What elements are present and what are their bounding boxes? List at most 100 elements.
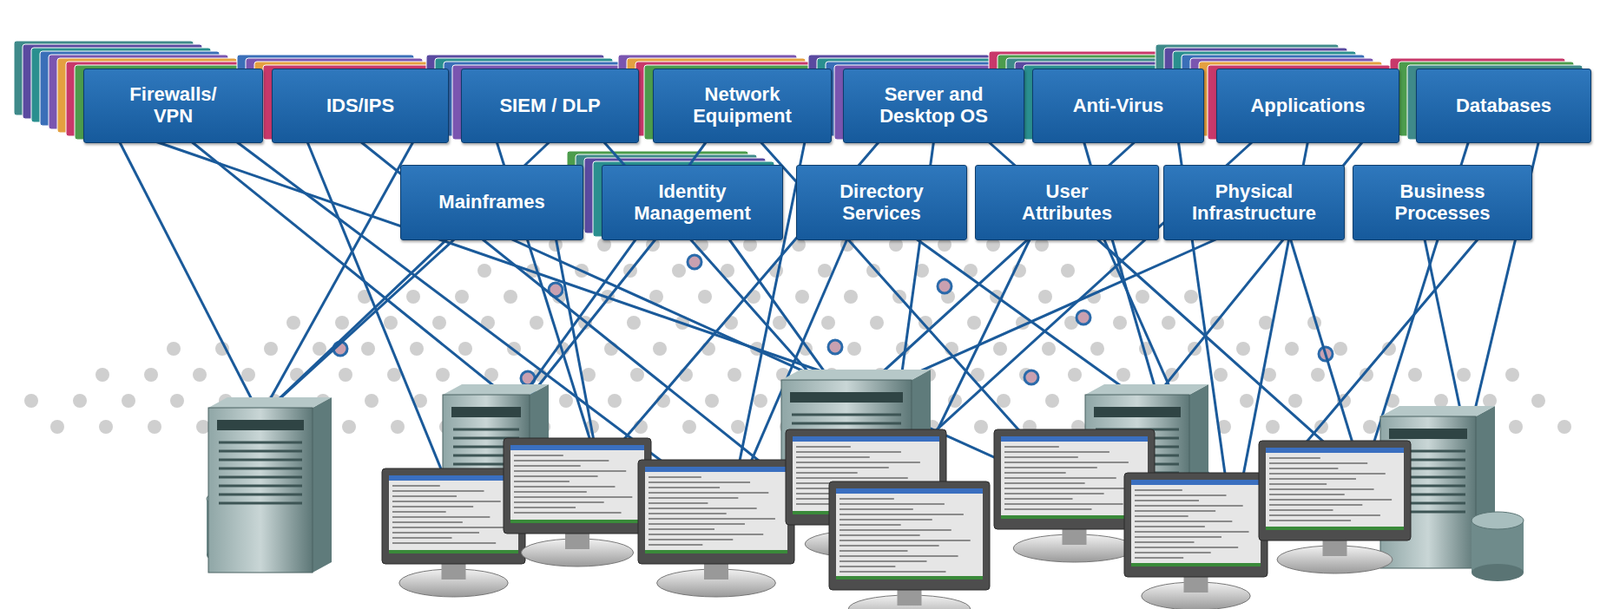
log-text-line [1269,520,1351,522]
dot [1112,316,1127,330]
box-label: IDS/IPS [326,95,395,118]
monitor-bezel [503,438,652,534]
log-text-line [392,516,490,519]
tower-top [442,384,549,396]
dot [993,342,1008,356]
log-text-line [839,545,940,547]
log-text-line [1269,514,1381,517]
dot [843,289,858,304]
log-text-line [1269,509,1334,512]
drive-bay [1093,407,1181,418]
log-text-line [648,539,733,541]
connection-line [260,141,414,417]
dot [454,289,469,304]
dot [95,368,110,382]
dot [458,342,473,356]
category-box: SIEM / DLP [460,68,639,144]
box-label: Mainframes [438,191,545,214]
log-text-line [1134,494,1226,497]
dot [72,394,87,409]
log-text-line [1134,510,1216,513]
dot [144,368,159,382]
monitor-neck [441,564,467,580]
monitor-bezel [829,481,990,591]
log-text-line [1269,483,1327,486]
box-label: Business Processes [1377,181,1508,224]
category-box: User Attributes [974,164,1159,241]
log-text-line [648,492,769,494]
log-text-line [1004,451,1110,454]
connection-line [555,238,600,469]
monitor-screen [836,488,983,580]
box-label: Directory Services [816,181,948,224]
dot [1060,263,1075,278]
log-text-line [1004,472,1067,475]
log-text-line [1269,504,1363,507]
box-label: Server and Desktop OS [864,84,1004,127]
log-text-line [1004,493,1105,495]
dot [1038,289,1053,304]
task-bar [1131,563,1261,567]
dot [967,316,982,330]
log-text-line [1004,503,1124,506]
dot [697,289,712,304]
dot [1333,342,1348,356]
log-text-line [1004,482,1086,485]
vent-slot [453,428,520,432]
log-text-line [392,495,457,498]
dot [263,342,278,356]
log-text-line [392,532,480,534]
dot [652,342,667,356]
category-box: Mainframes [400,164,584,241]
tower-side [312,397,332,573]
dot [795,289,810,304]
vent-slot [218,441,303,445]
dot [1265,420,1280,435]
log-text-line [513,475,599,478]
vent-slot [791,414,902,417]
log-text-line [796,461,921,464]
dot [1184,289,1199,304]
dot [361,342,376,356]
dot [24,394,39,409]
log-text-line [392,537,453,540]
log-text-line [1269,493,1345,496]
dot [166,342,181,356]
dot [477,263,492,278]
log-text-line [839,513,964,516]
dot [1239,394,1254,409]
vent-slot [218,467,303,471]
dot [312,342,327,356]
monitor-screen [1265,447,1404,531]
dot [1213,368,1228,382]
log-text-line [513,480,570,483]
box-label: Anti-Virus [1073,95,1165,118]
log-text-line [392,521,463,524]
task-bar [645,550,788,554]
box-label: User Attributes [1001,181,1133,224]
dot [241,368,256,382]
window-title-bar [1131,480,1261,486]
log-text-line [1134,526,1205,528]
log-text-line [839,529,952,532]
dot [121,394,136,409]
box-label: Physical Infrastructure [1172,181,1337,224]
window-title-bar [836,488,983,494]
vent-slot [218,476,303,480]
log-text-line [513,491,587,494]
category-box: Directory Services [796,164,968,241]
log-text-line [839,519,933,521]
dot [1041,342,1056,356]
dot [1508,420,1523,435]
dot [559,394,573,409]
dot [1236,342,1251,356]
log-text-line [839,534,921,537]
log-text-line [513,470,626,473]
log-text-line [839,539,971,542]
dot [387,368,402,382]
log-text-line [648,481,751,484]
category-box: Business Processes [1352,164,1533,241]
dot [1161,316,1176,330]
log-text-line [796,477,909,480]
